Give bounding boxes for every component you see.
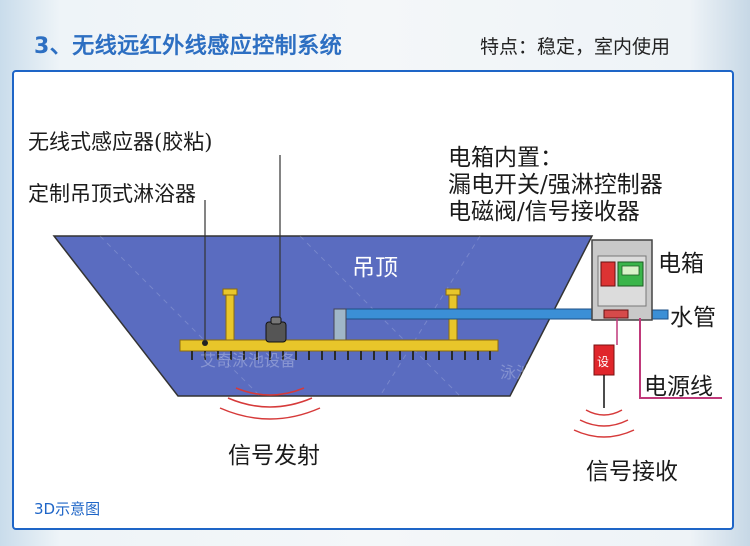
label-power-line: 电源线 xyxy=(644,367,713,401)
label-box-line2: 电磁阀/信号接收器 xyxy=(448,192,640,226)
leakage-switch xyxy=(601,262,615,286)
label-shower: 定制吊顶式淋浴器 xyxy=(28,178,196,208)
label-ceiling: 吊顶 xyxy=(352,248,398,282)
riser-left xyxy=(226,292,234,342)
label-sensor: 无线式感应器(胶粘) xyxy=(28,126,212,156)
watermark-text-2: 泳池设备 xyxy=(500,363,564,382)
solenoid-valve xyxy=(604,310,628,318)
signal-waves-receive xyxy=(574,410,634,437)
label-water-pipe: 水管 xyxy=(670,298,716,332)
riser-left-cap xyxy=(223,289,237,295)
water-pipe xyxy=(338,309,598,319)
label-signal-send: 信号发射 xyxy=(228,436,320,470)
receiver-tag: 设 xyxy=(597,355,609,369)
riser-right-cap xyxy=(446,289,460,295)
label-signal-receive: 信号接收 xyxy=(586,452,678,486)
sensor-device xyxy=(266,322,286,342)
shower-bar xyxy=(180,340,498,351)
sensor-device-top xyxy=(271,317,281,324)
caption-3d: 3D示意图 xyxy=(34,498,100,519)
watermark-text: 艾奇泳池设备 xyxy=(200,351,296,370)
controller-screen xyxy=(622,266,639,275)
label-electric-box: 电箱 xyxy=(658,244,704,278)
water-pipe-elbow xyxy=(334,309,346,343)
